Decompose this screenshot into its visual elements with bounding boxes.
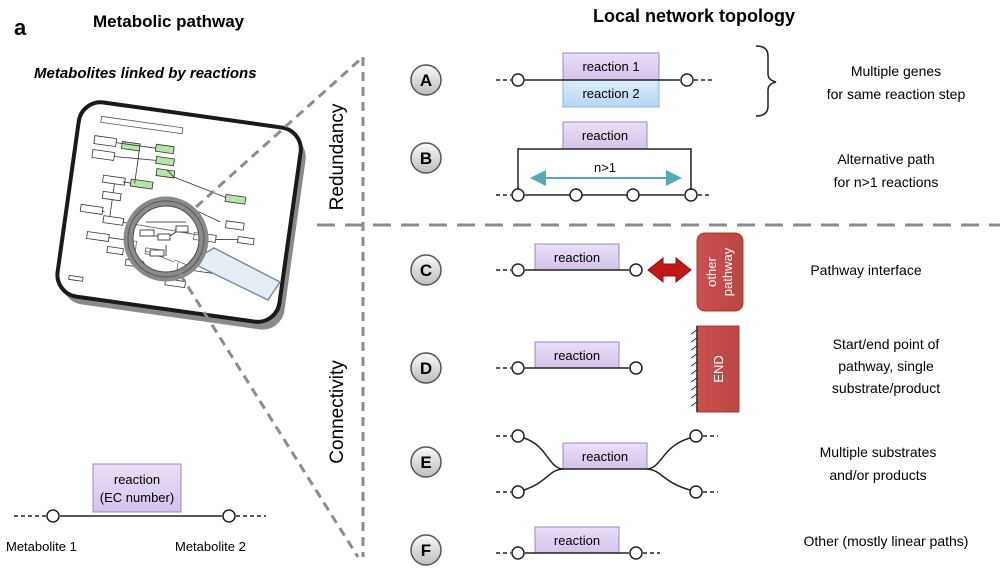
badge-b-label: B [420,149,432,168]
row-f: F reaction Other (mostly linear paths) [410,526,969,566]
badge-d [410,352,442,384]
left-subtitle: Metabolites linked by reactions [34,65,257,82]
badge-a-label: A [420,71,432,90]
group-label-connectivity: Connectivity [327,360,348,464]
brace [755,45,777,117]
row-a-desc-1: Multiple genes [851,63,941,79]
double-arrow-icon [647,256,692,284]
row-d-desc-2: pathway, single [838,358,934,374]
other-pathway-label-1: other [704,257,719,287]
row-d-desc-3: substrate/product [832,380,940,396]
badge-f [410,534,442,566]
legend-reaction-label: reaction [114,472,160,487]
row-e-desc-2: and/or products [829,467,926,483]
row-b-desc-1: Alternative path [837,151,934,167]
magnifier-icon [123,196,282,301]
path-length-label: n>1 [594,160,616,175]
legend-reaction-box [92,463,182,513]
other-pathway-label-2: pathway [720,247,735,296]
badge-f-label: F [421,541,431,560]
reaction-label: reaction [582,128,628,143]
row-a: A reaction 1 reaction 2 Multiple genes f… [410,45,966,117]
row-e-desc-1: Multiple substrates [820,444,937,460]
legend-ec-label: (EC number) [100,490,174,505]
reaction-2-label: reaction 2 [582,86,639,101]
panel-letter: a [14,15,27,40]
row-c-desc-1: Pathway interface [810,262,921,278]
group-label-redundancy: Redundancy [327,103,348,210]
reaction-1-label: reaction 1 [582,59,639,74]
pathway-map-image [55,100,306,330]
badge-e-label: E [420,453,431,472]
row-e: E reaction Multiple substrates and/or pr… [410,429,937,499]
reaction-label: reaction [582,449,628,464]
other-pathway-box [696,232,744,312]
reaction-label: reaction [554,348,600,363]
reaction-box [562,442,648,470]
reaction-box [534,526,620,554]
end-box [696,325,740,413]
reaction-box [534,243,620,271]
row-a-desc-2: for same reaction step [827,86,966,102]
row-c: C reaction other pathway Pathway interfa… [410,232,922,312]
row-b: B reaction n>1 Alternative path for n>1 … [410,121,939,202]
end-label: END [711,355,726,382]
right-title: Local network topology [593,6,795,26]
row-d-desc-1: Start/end point of [833,336,940,352]
zoom-lines [178,55,365,558]
metabolite-1-label: Metabolite 1 [6,539,77,554]
reaction-label: reaction [554,533,600,548]
badge-d-label: D [420,359,432,378]
reaction-label: reaction [554,250,600,265]
row-d: D reaction END Start/end point of pathwa… [410,325,940,413]
badge-e [410,446,442,478]
badge-b [410,142,442,174]
badge-c [410,254,442,286]
badge-a [410,64,442,96]
reaction-2-box [562,79,660,108]
metabolite-2-label: Metabolite 2 [175,539,246,554]
metabolite-node [222,509,236,523]
badge-c-label: C [420,261,432,280]
left-title: Metabolic pathway [93,12,245,31]
reaction-legend: reaction (EC number) Metabolite 1 Metabo… [6,463,266,554]
row-f-desc-1: Other (mostly linear paths) [804,533,969,549]
metabolite-node [46,509,60,523]
row-b-desc-2: for n>1 reactions [834,174,939,190]
